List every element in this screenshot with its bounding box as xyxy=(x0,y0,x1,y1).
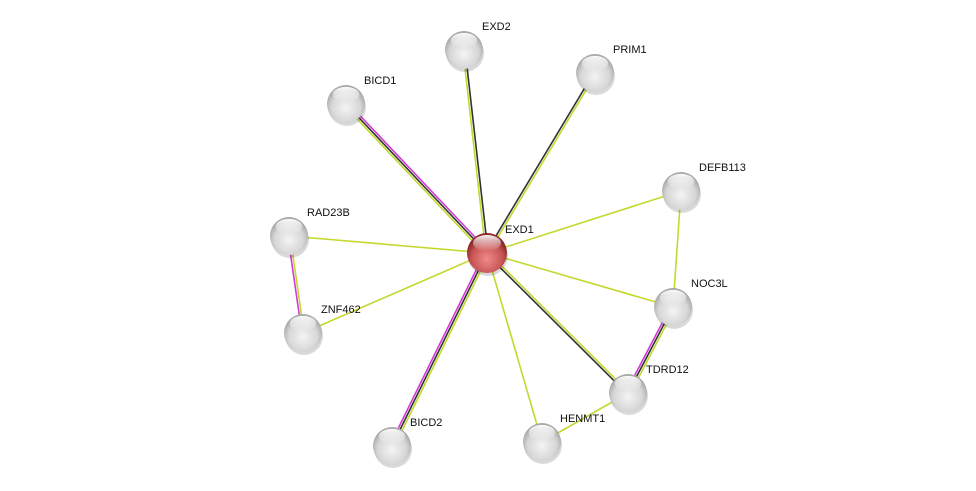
node-defb113[interactable] xyxy=(662,172,701,213)
edge-evidence-textmining xyxy=(487,251,630,393)
node-rad23b[interactable] xyxy=(270,217,309,258)
edge-exd1-rad23b[interactable] xyxy=(288,235,488,254)
node-tdrd12[interactable] xyxy=(609,374,648,415)
node-bicd1[interactable] xyxy=(327,85,366,126)
node-prim1[interactable] xyxy=(576,54,615,95)
edge-evidence-textmining xyxy=(672,190,682,308)
edge-exd1-prim1[interactable] xyxy=(485,72,597,254)
edge-evidence-textmining xyxy=(487,73,597,254)
node-exd2[interactable] xyxy=(445,31,484,72)
edge-exd1-henmt1[interactable] xyxy=(486,252,543,443)
edge-evidence-coexpression xyxy=(345,103,488,254)
node-label-znf462: ZNF462 xyxy=(321,304,361,316)
node-highlight xyxy=(450,32,478,49)
edge-exd1-noc3l[interactable] xyxy=(486,252,674,308)
node-highlight xyxy=(614,375,642,392)
node-highlight xyxy=(332,86,360,103)
edge-exd1-tdrd12[interactable] xyxy=(485,251,630,395)
edge-defb113-noc3l[interactable] xyxy=(672,190,682,308)
node-label-exd1: EXD1 xyxy=(505,224,534,236)
node-label-rad23b: RAD23B xyxy=(307,207,350,219)
edge-exd1-defb113[interactable] xyxy=(486,190,682,254)
edge-evidence-textmining xyxy=(288,235,488,254)
edge-exd1-bicd1[interactable] xyxy=(343,101,490,256)
node-znf462[interactable] xyxy=(284,314,323,355)
node-highlight xyxy=(275,218,303,235)
node-label-exd2: EXD2 xyxy=(482,21,511,33)
edge-evidence-coexpression xyxy=(485,253,628,395)
edge-exd1-znf462[interactable] xyxy=(302,252,488,334)
node-label-noc3l: NOC3L xyxy=(691,278,728,290)
node-highlight xyxy=(289,315,317,332)
node-noc3l[interactable] xyxy=(654,288,693,329)
edge-evidence-coexpression xyxy=(391,252,488,447)
node-henmt1[interactable] xyxy=(523,423,562,464)
edge-evidence-textmining xyxy=(486,252,543,443)
node-highlight xyxy=(659,289,687,306)
node-label-defb113: DEFB113 xyxy=(699,162,746,174)
edge-evidence-coexpression xyxy=(485,72,595,253)
node-highlight xyxy=(528,424,556,441)
node-highlight xyxy=(378,428,406,445)
edge-evidence-textmining xyxy=(486,252,674,308)
edge-evidence-experiments xyxy=(389,251,486,446)
node-highlight xyxy=(581,55,609,72)
edge-evidence-textmining xyxy=(343,104,486,256)
edge-evidence-coexpression xyxy=(464,49,489,253)
node-bicd2[interactable] xyxy=(373,427,412,468)
node-highlight xyxy=(667,173,695,190)
node-label-bicd1: BICD1 xyxy=(364,75,397,87)
edge-exd1-exd2[interactable] xyxy=(462,49,489,254)
edge-evidence-textmining xyxy=(486,190,682,254)
node-exd1[interactable] xyxy=(467,233,508,276)
edge-evidence-textmining xyxy=(393,253,490,448)
edge-evidence-textmining xyxy=(462,50,487,254)
node-label-bicd2: BICD2 xyxy=(410,417,443,429)
edge-evidence-experiments xyxy=(347,101,490,253)
edge-exd1-bicd2[interactable] xyxy=(389,251,490,448)
edge-evidence-textmining xyxy=(302,252,488,334)
node-label-tdrd12: TDRD12 xyxy=(646,364,689,376)
node-label-prim1: PRIM1 xyxy=(613,44,647,56)
node-label-henmt1: HENMT1 xyxy=(560,413,606,425)
node-highlight xyxy=(473,235,501,251)
